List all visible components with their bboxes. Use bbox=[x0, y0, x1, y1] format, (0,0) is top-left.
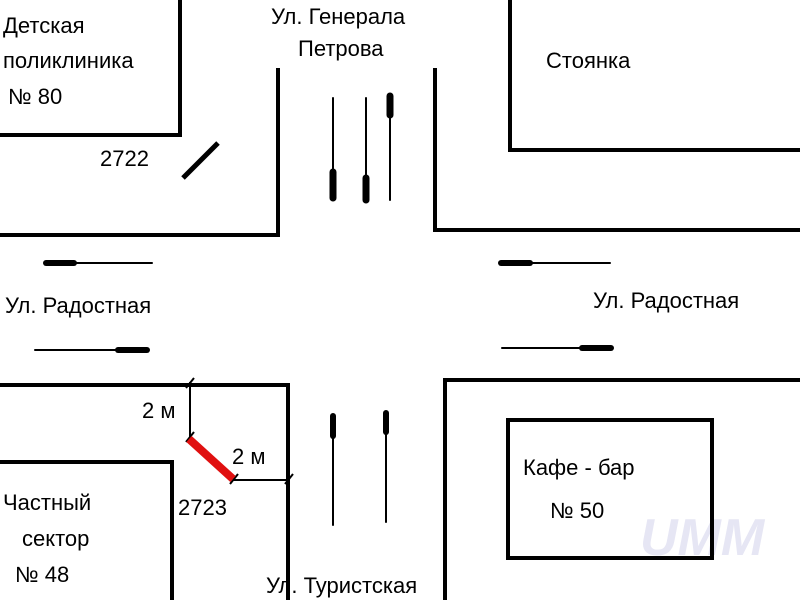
cafe-label-2: № 50 bbox=[550, 498, 604, 523]
marker-2722-label: 2722 bbox=[100, 146, 149, 171]
road-edges bbox=[0, 68, 800, 600]
clinic-label-3: № 80 bbox=[8, 84, 62, 109]
street-west: Ул. Радостная bbox=[5, 293, 151, 318]
cafe-label-1: Кафе - бар bbox=[523, 455, 635, 480]
private-sector-label-1: Частный bbox=[3, 490, 91, 515]
street-south: Ул. Туристская bbox=[266, 573, 417, 598]
clinic-label-2: поликлиника bbox=[3, 48, 134, 73]
cafe-outline bbox=[506, 418, 714, 560]
road-edge-se bbox=[443, 378, 800, 600]
private-sector-outline bbox=[0, 460, 174, 600]
dimension-horizontal-label: 2 м bbox=[232, 444, 265, 469]
street-north-line2: Петрова bbox=[298, 36, 384, 61]
marker-2723-label: 2723 bbox=[178, 495, 227, 520]
street-east: Ул. Радостная bbox=[593, 288, 739, 313]
clinic-outline bbox=[0, 0, 182, 137]
street-north-line1: Ул. Генерала bbox=[271, 4, 406, 29]
dimension-lines bbox=[185, 377, 294, 485]
road-edge-ne bbox=[433, 68, 800, 232]
marker-2723-line bbox=[186, 436, 236, 482]
marker-2722-line bbox=[181, 141, 220, 180]
parking-outline bbox=[508, 0, 800, 152]
road-edge-sw bbox=[0, 383, 290, 600]
road-edge-nw bbox=[0, 68, 280, 237]
clinic-label-1: Детская bbox=[3, 13, 85, 38]
dimension-vertical-label: 2 м bbox=[142, 398, 175, 423]
traffic-arrows bbox=[34, 92, 614, 526]
private-sector-label-3: № 48 bbox=[15, 562, 69, 587]
private-sector-label-2: сектор bbox=[22, 526, 89, 551]
parking-label: Стоянка bbox=[546, 48, 631, 73]
